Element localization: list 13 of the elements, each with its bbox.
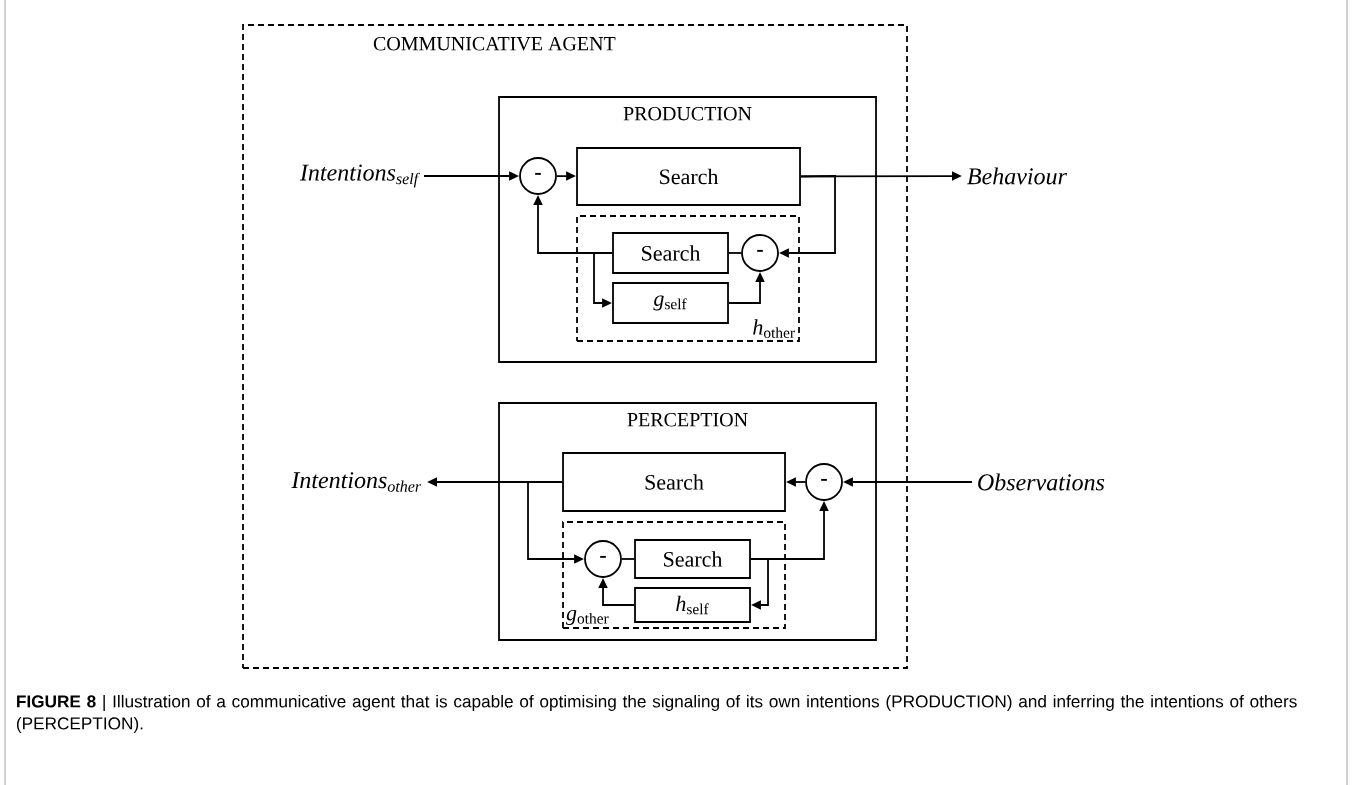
process-box: Search [612, 232, 729, 274]
process-box: h$_{self}$ [634, 587, 751, 623]
caption: FIGURE 8 | Illustration of a communicative agent that is capable of optimising the signaling of its own intentions (PRODUCTION) and inferring the intentions of others (PERCEPTION). [17, 694, 1297, 733]
signal-label: Behaviour [967, 167, 1067, 185]
signal-label: Observations [978, 473, 1105, 491]
process-box: g$_{self}$ [612, 282, 729, 324]
process-box: Search [634, 539, 751, 579]
signal-label: Intentions$_{other}$ [291, 472, 422, 492]
process-box: Search [576, 147, 801, 206]
signal-label: Intentions$_{self}$ [299, 164, 420, 188]
process-box: Search [562, 452, 786, 512]
arrow [750, 558, 769, 610]
arrow [593, 252, 613, 308]
